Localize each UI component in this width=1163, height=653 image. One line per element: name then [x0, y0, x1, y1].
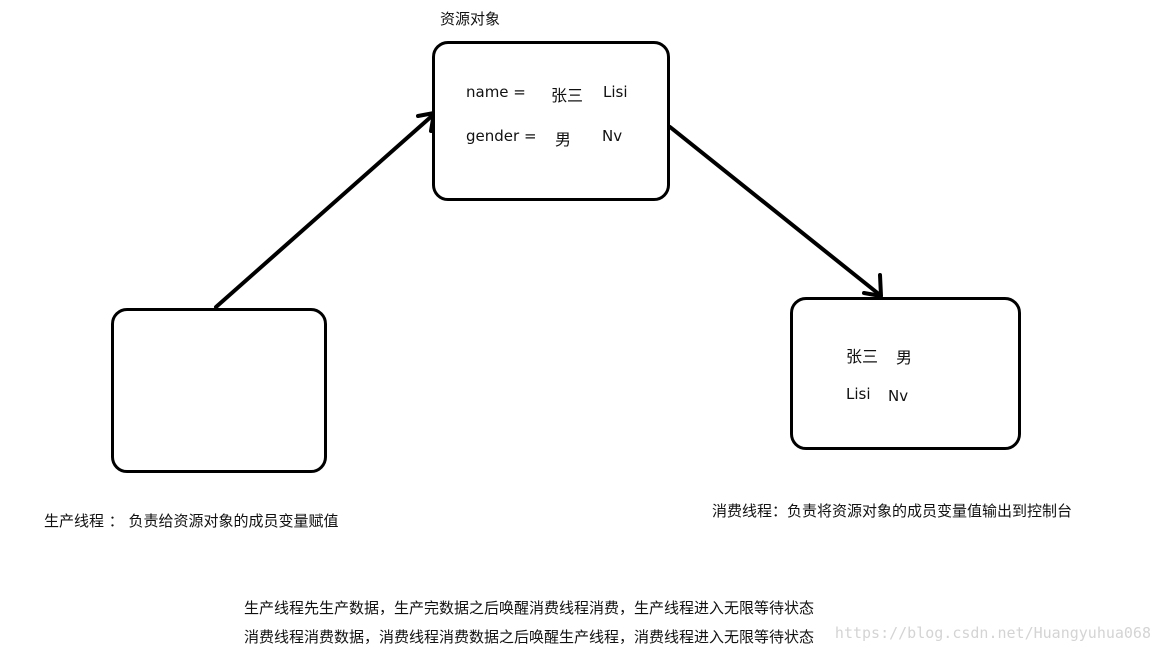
field-gender-new-value: Nv	[602, 127, 623, 145]
consumer-label: 消费线程：负责将资源对象的成员变量值输出到控制台	[712, 502, 1073, 520]
output-line1-gender: 男	[896, 348, 913, 367]
field-name-key: name =	[466, 83, 526, 101]
note-line-2: 消费线程消费数据，消费线程消费数据之后唤醒生产线程，消费线程进入无限等待状态	[244, 628, 815, 646]
resource-title: 资源对象	[440, 10, 501, 28]
producer-label: 生产线程 ： 负责给资源对象的成员变量赋值	[44, 512, 339, 530]
consumer-thread-box: 张三 男 Lisi Nv	[790, 297, 1021, 450]
field-gender-old-value: 男	[555, 130, 572, 149]
arrow-producer-to-resource	[214, 113, 435, 309]
output-line2-gender: Nv	[888, 387, 909, 405]
field-gender-key: gender =	[466, 127, 537, 145]
producer-thread-box	[111, 308, 327, 473]
field-name-new-value: Lisi	[603, 83, 628, 101]
arrowhead-resource-to-consumer	[862, 273, 883, 298]
arrow-resource-to-consumer	[668, 125, 882, 297]
resource-object-box: name = 张三 Lisi gender = 男 Nv	[432, 41, 670, 201]
output-line1-name: 张三	[846, 347, 879, 366]
output-line2-name: Lisi	[846, 385, 871, 403]
field-name-old-value: 张三	[551, 86, 584, 105]
note-line-1: 生产线程先生产数据，生产完数据之后唤醒消费线程消费，生产线程进入无限等待状态	[244, 599, 815, 617]
watermark: https://blog.csdn.net/Huangyuhua068	[834, 624, 1151, 642]
